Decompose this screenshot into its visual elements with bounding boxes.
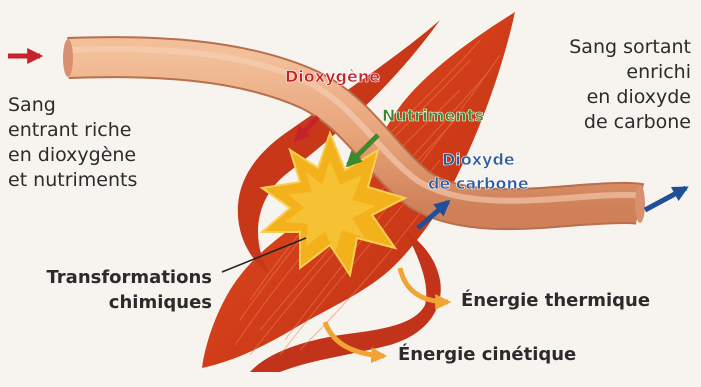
co2-label: Dioxyde de carbone (428, 148, 529, 196)
oxygen-label: Dioxygène (285, 64, 380, 89)
thermal-energy-label: Énergie thermique (461, 288, 650, 313)
kinetic-energy-label: Énergie cinétique (398, 342, 576, 367)
outgoing-blood-arrow (645, 188, 686, 210)
incoming-blood-label: Sang entrant riche en dioxygène et nutri… (8, 93, 137, 193)
transformations-label: Transformations chimiques (12, 265, 212, 315)
nutrients-label: Nutriments (382, 103, 484, 128)
outgoing-blood-label: Sang sortant enrichi en dioxyde de carbo… (569, 35, 691, 135)
